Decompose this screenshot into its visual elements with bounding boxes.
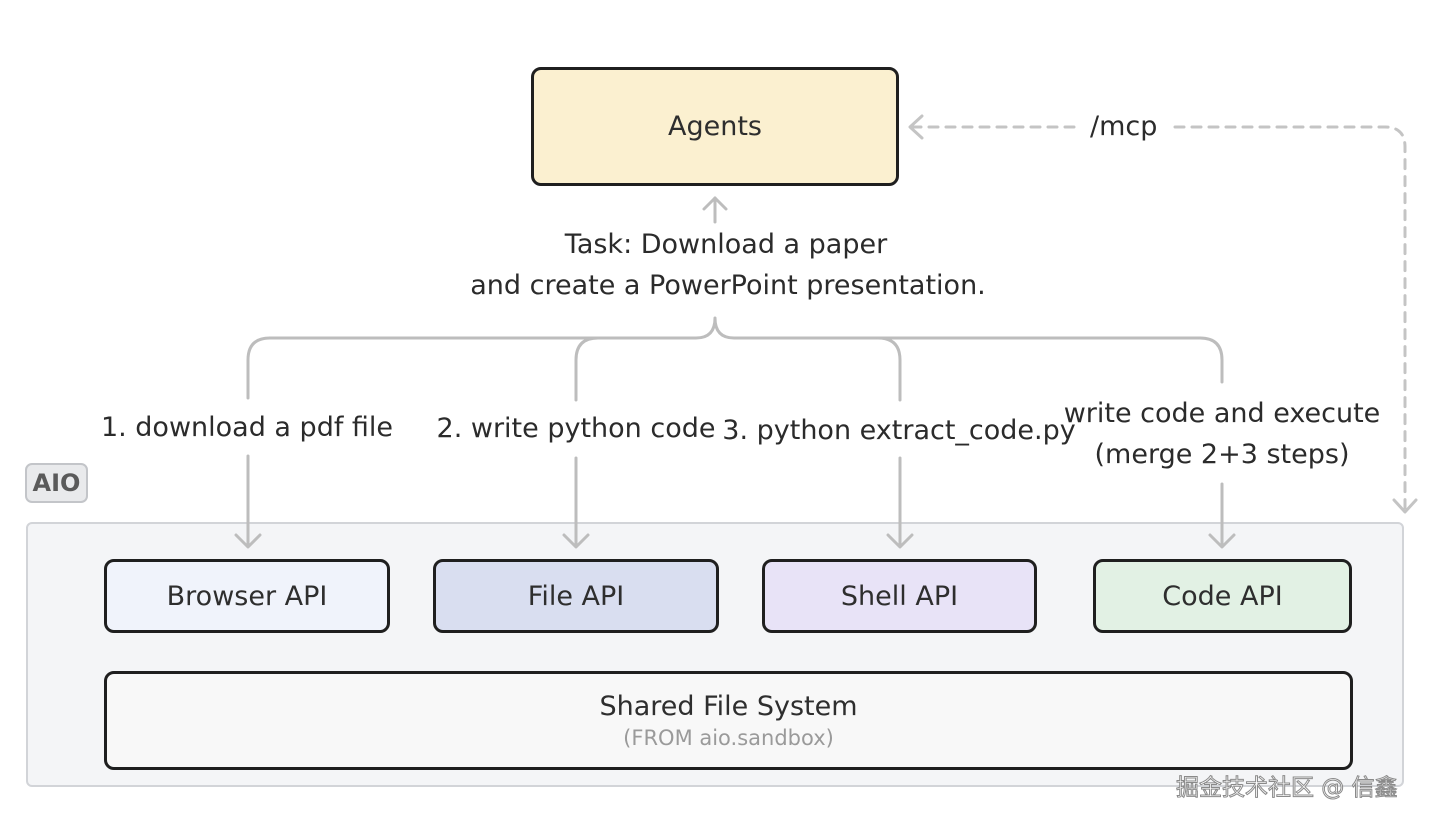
step-4-label-line-2: (merge 2+3 steps) (1094, 439, 1350, 470)
branch-4-top (1198, 336, 1224, 384)
branch-3-top (876, 336, 902, 402)
browser-api-box: Browser API (104, 559, 390, 633)
shared-file-system-box: Shared File System (FROM aio.sandbox) (104, 671, 1353, 770)
task-to-agents-arrowhead (702, 196, 728, 211)
shared-file-system-subtitle: (FROM aio.sandbox) (623, 726, 834, 750)
branch-1-arrowhead (234, 533, 262, 549)
shell-api-box: Shell API (762, 559, 1037, 633)
branch-3-arrowhead (886, 533, 914, 549)
task-brace (268, 316, 1202, 340)
watermark: 掘金技术社区 @ 信鑫 (1176, 775, 1399, 802)
task-line-2: and create a PowerPoint presentation. (470, 270, 986, 301)
shell-api-label: Shell API (840, 580, 959, 612)
shared-file-system-title: Shared File System (599, 691, 858, 722)
browser-api-label: Browser API (166, 580, 328, 612)
code-api-box: Code API (1093, 559, 1352, 633)
branch-2-top (574, 336, 600, 402)
step-4-label-line-1: write code and execute (1063, 398, 1381, 429)
mcp-dashed-line-right (1173, 125, 1407, 510)
branch-4-arrowhead (1208, 533, 1236, 549)
code-api-label: Code API (1162, 580, 1283, 612)
file-api-label: File API (527, 580, 625, 612)
mcp-arrowhead-down (1392, 498, 1418, 514)
agents-box: Agents (531, 67, 899, 186)
aio-tag: AIO (25, 463, 88, 503)
file-api-box: File API (433, 559, 719, 633)
step-1-label: 1. download a pdf file (100, 412, 394, 443)
mcp-label: /mcp (1090, 111, 1158, 142)
mcp-arrowhead-left (908, 114, 924, 140)
step-3-label: 3. python extract_code.py (722, 415, 1076, 446)
branch-2-arrowhead (562, 533, 590, 549)
task-line-1: Task: Download a paper (564, 229, 888, 260)
agents-label: Agents (668, 111, 762, 142)
step-2-label: 2. write python code (436, 413, 716, 444)
branch-1-top (246, 336, 272, 400)
